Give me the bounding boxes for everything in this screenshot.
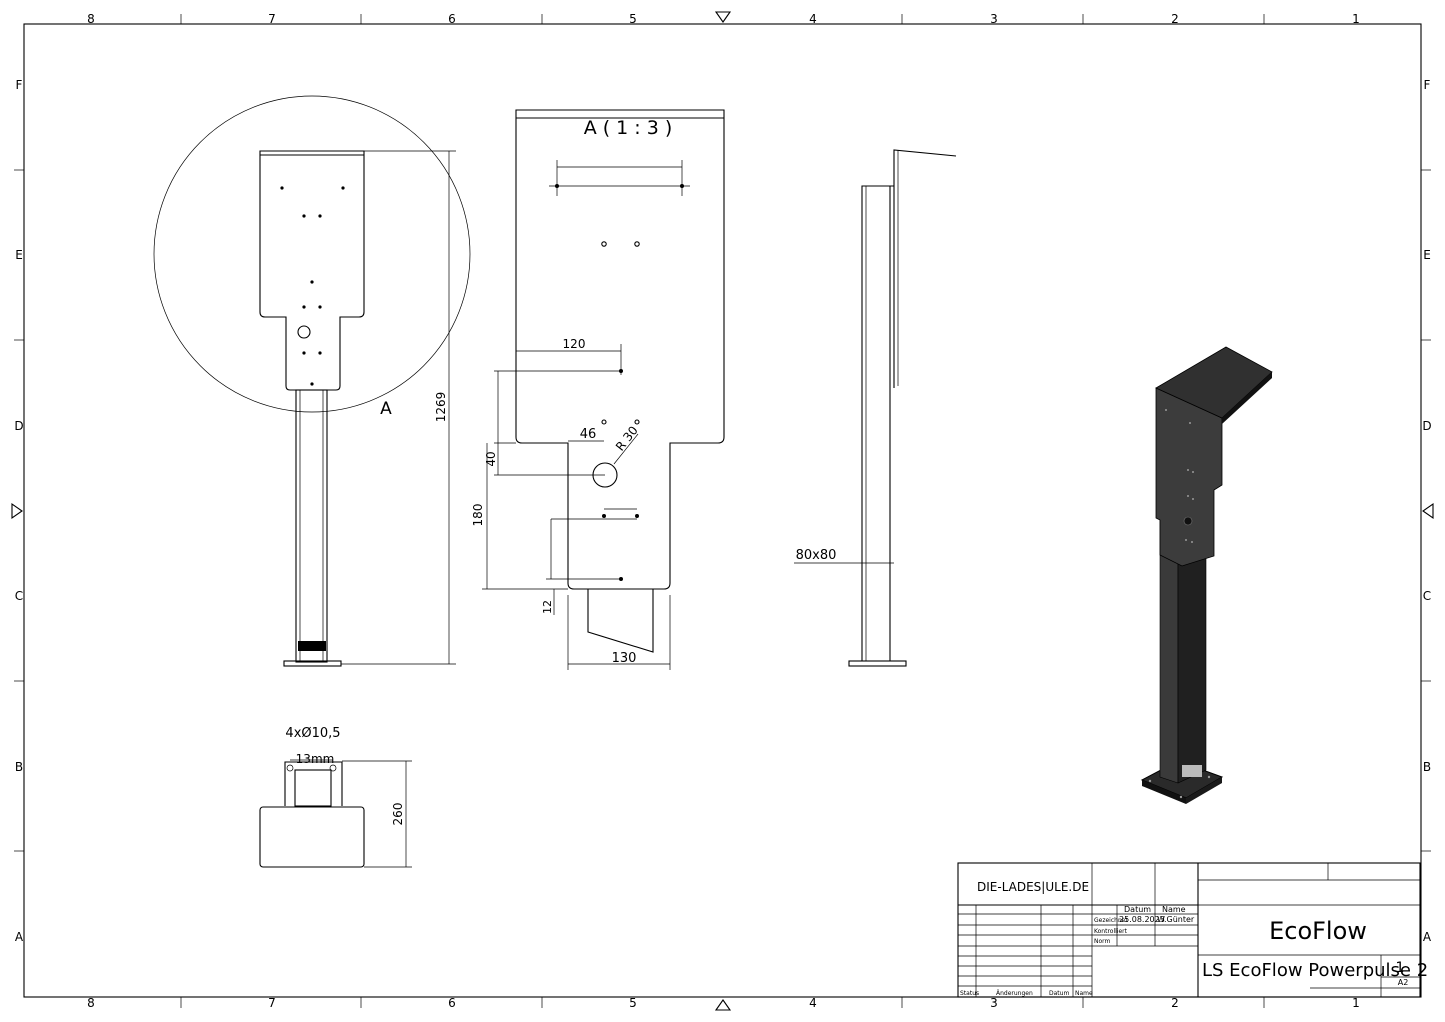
row-label: A xyxy=(15,930,24,944)
side-view: 80x80 xyxy=(794,149,957,667)
dim-180: 180 xyxy=(471,504,485,527)
row-kontrolliert: Kontrolliert xyxy=(1094,928,1128,935)
row-label: B xyxy=(1423,760,1431,774)
col-label: 5 xyxy=(629,996,637,1010)
row-norm: Norm xyxy=(1094,938,1111,945)
dim-130: 130 xyxy=(612,651,637,666)
col-label: 7 xyxy=(268,12,276,26)
col-label: 3 xyxy=(990,12,998,26)
row-gezeichnet: Gezeichnet xyxy=(1094,917,1128,924)
col-label: 1 xyxy=(1352,996,1360,1010)
dim-post: 80x80 xyxy=(796,548,837,563)
drawing-title: EcoFlow xyxy=(1269,917,1367,945)
row-label: D xyxy=(1422,419,1431,433)
col-label: 2 xyxy=(1171,996,1179,1010)
post xyxy=(295,389,328,663)
detail-post-stub xyxy=(587,589,654,653)
footer-datum: Datum xyxy=(1049,990,1069,997)
col-label: 6 xyxy=(448,996,456,1010)
dim-13mm: 13mm xyxy=(296,752,335,766)
side-post xyxy=(861,185,894,661)
col-label: 4 xyxy=(809,996,817,1010)
front-view: A 1269 xyxy=(153,95,471,667)
frame-ticks xyxy=(14,14,1431,1008)
dim-40: 40 xyxy=(484,451,498,466)
detail-label: A xyxy=(380,399,392,419)
row-label: E xyxy=(15,248,23,262)
row-label: E xyxy=(1423,248,1431,262)
detail-title: A ( 1 : 3 ) xyxy=(584,117,673,139)
iso-plate xyxy=(1155,387,1223,567)
centering-marks xyxy=(11,11,1434,1011)
col-label: 8 xyxy=(87,12,95,26)
col-label: 3 xyxy=(990,996,998,1010)
sheet-format: A2 xyxy=(1398,978,1409,987)
dim-overall-height: 1269 xyxy=(434,392,448,423)
drawing-subtitle: LS EcoFlow Powerpulse 2 xyxy=(1202,960,1428,981)
isometric-render xyxy=(1140,346,1273,804)
dim-radius: R 30 xyxy=(613,423,641,453)
dim-46: 46 xyxy=(580,427,597,442)
col-label: 2 xyxy=(1171,12,1179,26)
row-label: B xyxy=(15,760,23,774)
row-label: F xyxy=(16,78,23,92)
col-datum: Datum xyxy=(1124,905,1151,914)
footer-status: Status xyxy=(960,990,979,997)
col-label: 6 xyxy=(448,12,456,26)
detail-circle xyxy=(153,95,471,413)
row-labels-right: F E D C B A xyxy=(1422,78,1432,944)
col-label: 7 xyxy=(268,996,276,1010)
drawing-frame xyxy=(23,23,1422,998)
col-label: 5 xyxy=(629,12,637,26)
row-label: F xyxy=(1424,78,1431,92)
detail-plate-outline xyxy=(515,109,725,590)
col-label: 8 xyxy=(87,996,95,1010)
row-label: A xyxy=(1423,930,1432,944)
plate-holes xyxy=(280,186,345,386)
footer-aenderungen: Änderungen xyxy=(996,990,1033,997)
dim-12: 12 xyxy=(541,600,554,614)
plate-outline xyxy=(259,150,365,391)
base-plate xyxy=(283,660,342,667)
col-name: Name xyxy=(1162,905,1186,914)
post-hatch xyxy=(298,641,326,651)
detail-holes xyxy=(549,160,690,581)
col-label: 4 xyxy=(809,12,817,26)
drawn-by: W.Günter xyxy=(1157,915,1195,924)
dim-260: 260 xyxy=(391,803,405,826)
dim-holes: 4xØ10,5 xyxy=(285,726,340,741)
row-label: C xyxy=(15,589,23,603)
side-roof xyxy=(893,149,957,388)
row-labels-left: F E D C B A xyxy=(14,78,24,944)
dim-120: 120 xyxy=(563,337,586,351)
side-base xyxy=(848,660,907,667)
base-detail: 4xØ10,5 13mm 260 xyxy=(259,726,412,868)
row-label: C xyxy=(1423,589,1431,603)
column-labels-top: 8 7 6 5 4 3 2 1 xyxy=(87,12,1360,26)
drawn-date: 25.08.2023 xyxy=(1119,915,1165,924)
base-bracket xyxy=(284,761,343,806)
column-labels-bottom: 8 7 6 5 4 3 2 1 xyxy=(87,996,1360,1010)
detail-view: A ( 1 : 3 ) 120 46 R 30 40 xyxy=(471,109,725,670)
company-name: DIE-LADES|ULE.DE xyxy=(977,880,1089,894)
base-block xyxy=(259,806,365,868)
cable-hole xyxy=(297,325,311,339)
footer-name: Name xyxy=(1075,990,1093,997)
col-label: 1 xyxy=(1352,12,1360,26)
sheet-number: 1 xyxy=(1396,960,1405,976)
row-label: D xyxy=(14,419,23,433)
title-block: DIE-LADES|ULE.DE Datum Name Gezeichnet 2… xyxy=(957,862,1428,998)
post-inner xyxy=(299,389,324,663)
